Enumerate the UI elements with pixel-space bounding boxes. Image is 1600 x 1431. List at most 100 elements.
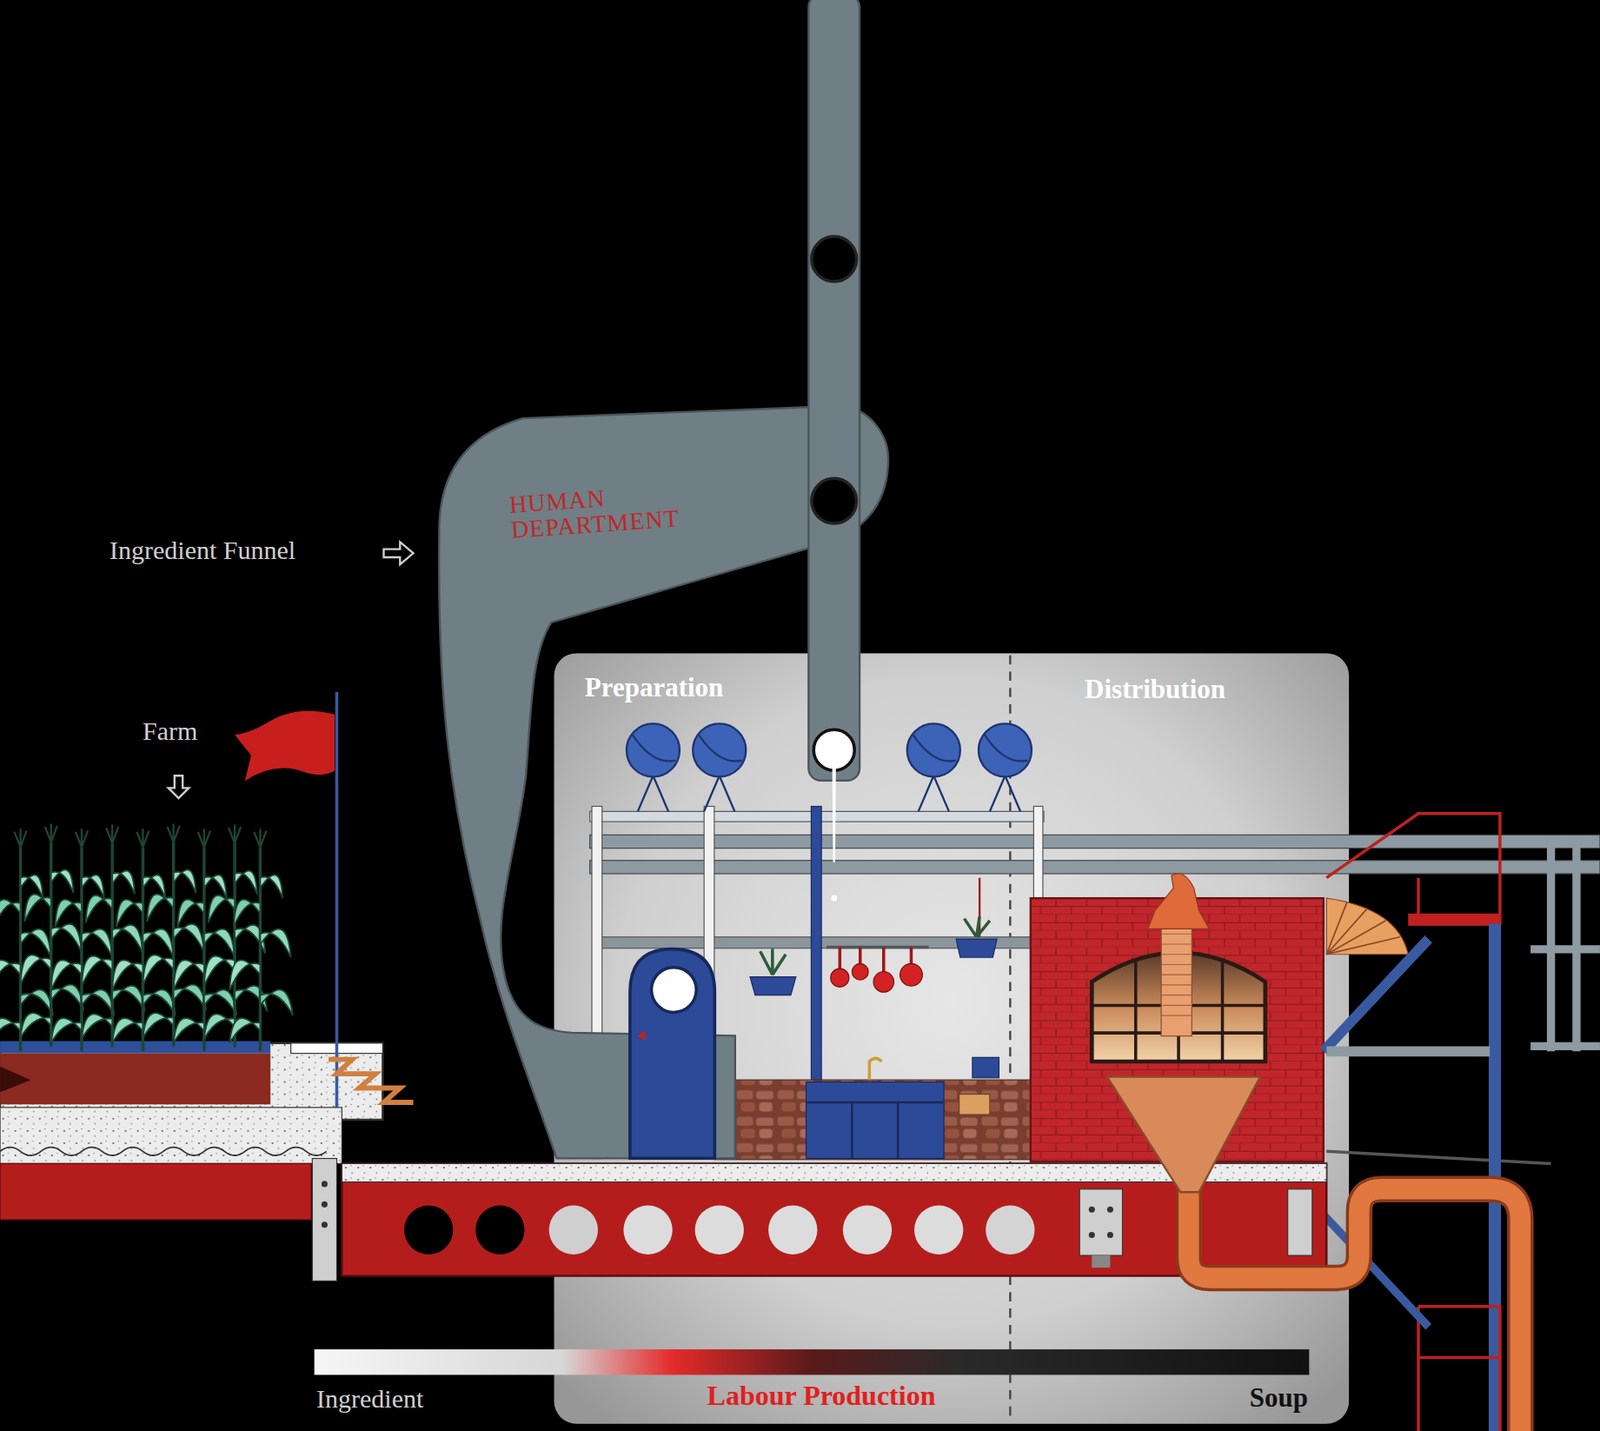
pivot-hole [810,478,857,525]
tank [629,949,714,1159]
steel-beam-part [312,1158,337,1282]
kitchen-counter [714,1056,1031,1159]
steel-beam-part [1079,1188,1122,1255]
kitchen-counter-part [806,1081,944,1158]
farm-part [51,828,115,1051]
steel-beam-part [1088,1231,1096,1238]
scaffolding-part [1326,813,1501,924]
satellite-dishes-part-part [637,775,669,811]
building-panel [554,652,1350,1423]
farm-part [0,1053,271,1105]
pans-part [838,947,843,970]
scale-title: Labour Production [707,1379,937,1412]
rails-part [590,860,1600,874]
steel-beam-part [843,1205,892,1255]
floor-slab-part [0,1162,312,1220]
kitchen-counter-part [714,1079,1031,1160]
satellite-dishes-part-part [632,734,676,761]
hanging-plants-part [750,976,797,996]
hopper-and-pipe-part [1188,1188,1521,1431]
steel-beam-part [914,1205,963,1255]
farm-part [20,823,85,1046]
satellite-dishes-part-part [989,775,1021,811]
pans-part [873,971,894,992]
scale-start-label: Ingredient [316,1383,424,1414]
farm [0,541,414,1158]
steel-beam-part [321,1201,328,1208]
gradient-bar [314,1348,1310,1375]
satellite-dishes-part-part [692,723,746,777]
hanging-plants [750,916,997,995]
hanging-plants-part [956,938,997,957]
shelving [590,805,1044,1158]
scaffolding-part [1530,836,1600,1052]
fan-part [1326,897,1408,955]
farm-part [234,710,335,782]
funnel-label: Ingredient Funnel [109,535,296,565]
scaffolding [1323,813,1600,1431]
pans-part [858,947,863,965]
node-text: Preparation [584,671,724,704]
farm-part [204,824,268,1048]
hopper-and-pipe-part [1107,1076,1261,1193]
floor-slab-part [0,1107,342,1164]
fan-part [1326,902,1401,955]
satellite-dishes-part-part [626,723,680,777]
fan [1326,897,1408,955]
steel-beam-part [549,1205,598,1255]
steel-beam-part [1091,1254,1110,1268]
scaffolding-part [1326,1150,1551,1163]
kitchen-counter-part [972,1056,1000,1077]
shelving-part [1033,805,1043,903]
satellite-dishes-part-part [978,723,1032,777]
drip [831,743,837,863]
scaffolding-part [1418,1306,1501,1431]
steel-beam-part [1287,1188,1313,1255]
node-text: Distribution [1084,673,1226,705]
building-panel-part [554,652,1350,1423]
satellite-dishes-part-part [698,734,742,761]
hanging-plants-part [760,949,786,975]
tank-window [650,967,697,1013]
farm-part [229,828,293,1051]
kitchen-counter-part [806,1102,944,1159]
satellite-dishes-part [626,723,680,811]
steel-beam-part [1107,1206,1114,1213]
rails [590,834,1600,874]
funnel-outline [438,405,889,1158]
farm-part [0,1066,31,1092]
pans [826,877,980,992]
satellite-dishes-part [907,723,961,811]
scaffolding-part [1407,913,1501,926]
steel-beam-part [623,1205,672,1255]
satellite-dishes-part-part [918,775,950,811]
pans-part [882,947,886,972]
steel-beam-part [695,1205,744,1255]
scaffolding-part [1326,1045,1490,1056]
farm-part [173,828,238,1051]
satellite-dishes-part [692,723,746,811]
pans-part [826,945,929,950]
pans-part [830,968,850,987]
farm-part [142,823,206,1046]
steel-beam-part [1107,1231,1114,1238]
farm-part [168,775,189,798]
steel-beam-part [985,1205,1035,1255]
brick-building-part [1148,873,1209,930]
steel-beam-part [768,1205,817,1255]
hopper-and-pipe-part [1188,1188,1521,1431]
funnel-node: HUMAN DEPARTMENT [437,405,890,1162]
pans-part [900,962,923,986]
tank-mark [637,1030,645,1042]
hanging-plants-part [964,916,990,937]
farm-part [81,824,146,1048]
farm-label: Farm [142,716,198,746]
scale-end-label: Soup [1249,1381,1308,1414]
farm-part [335,691,339,1159]
brick-building-part [1161,923,1192,1036]
satellite-dishes-part-part [984,734,1028,761]
kitchen-counter-part [959,1094,990,1115]
steel-beam-part [475,1205,525,1255]
